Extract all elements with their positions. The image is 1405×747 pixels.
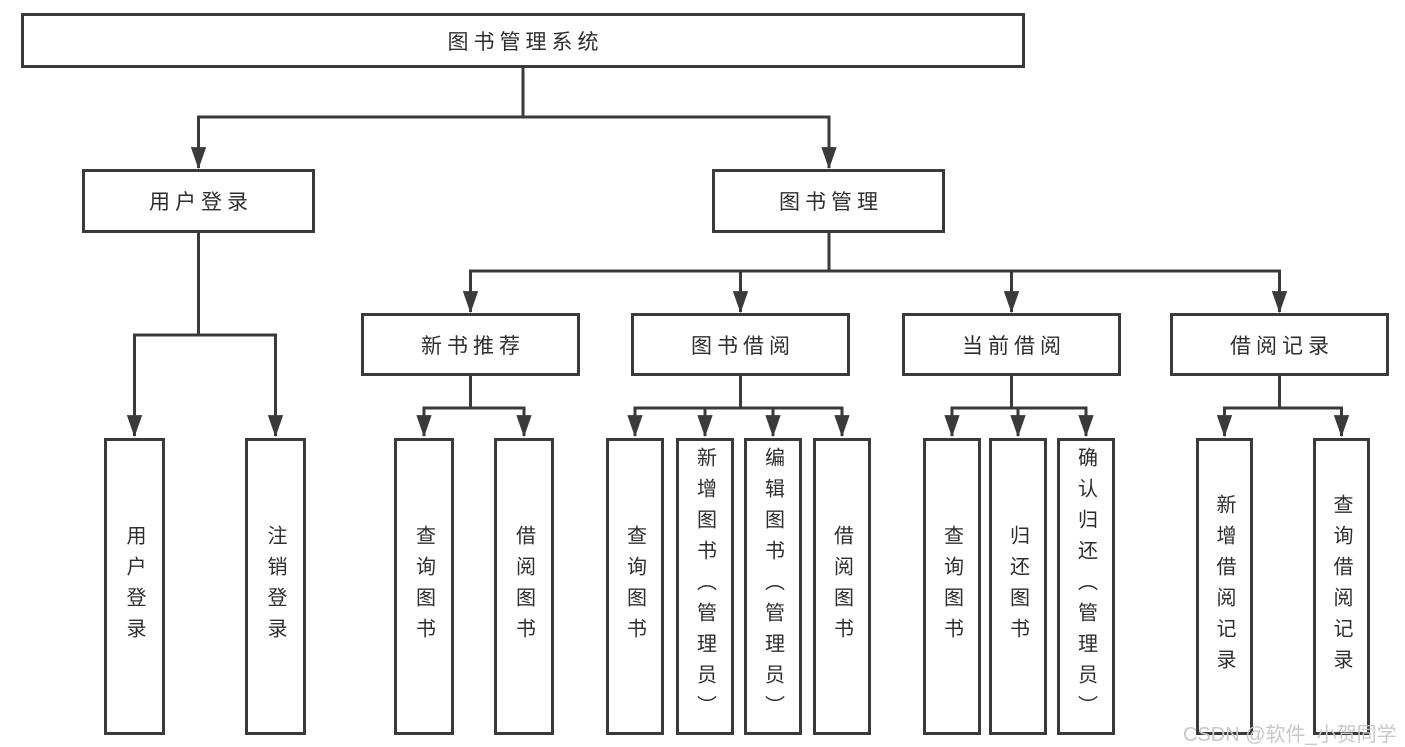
csdn-watermark: CSDN @软件_小贺同学 (1183, 724, 1397, 746)
node-user-login-label: 用户登录 (149, 191, 253, 214)
node-add-books-admin: 新增图书（管理员） (676, 438, 734, 735)
node-book-borrowing-label: 图书借阅 (691, 334, 795, 358)
node-new-book-recommend: 新书推荐 (361, 313, 580, 376)
node-borrowing-records-label: 借阅记录 (1230, 334, 1334, 358)
node-book-management-label: 图书管理 (779, 191, 883, 214)
node-logout-action: 注销登录 (245, 438, 306, 735)
node-recommend-search-books-label: 查询图书 (412, 524, 435, 649)
node-return-books-label: 归还图书 (1006, 524, 1029, 649)
node-current-search-books: 查询图书 (923, 438, 981, 735)
node-edit-books-admin-label: 编辑图书（管理员） (761, 447, 784, 726)
node-confirm-return-admin-label: 确认归还（管理员） (1074, 447, 1097, 726)
node-current-search-books-label: 查询图书 (940, 524, 963, 649)
node-book-management: 图书管理 (712, 169, 945, 233)
node-current-borrowing: 当前借阅 (902, 313, 1121, 376)
node-edit-books-admin: 编辑图书（管理员） (744, 438, 802, 735)
node-logout-action-label: 注销登录 (264, 524, 286, 649)
node-search-borrow-record-label: 查询借阅记录 (1330, 493, 1352, 680)
node-borrow-books-label: 借阅图书 (830, 524, 853, 649)
node-current-borrowing-label: 当前借阅 (962, 334, 1066, 358)
node-add-books-admin-label: 新增图书（管理员） (693, 447, 716, 726)
node-library-system-label: 图书管理系统 (447, 30, 604, 54)
node-borrow-books: 借阅图书 (813, 438, 871, 735)
node-return-books: 归还图书 (989, 438, 1047, 735)
node-recommend-search-books: 查询图书 (394, 438, 454, 735)
node-borrow-search-books-label: 查询图书 (623, 524, 646, 649)
node-recommend-borrow-books-label: 借阅图书 (512, 524, 535, 649)
node-library-system: 图书管理系统 (21, 13, 1025, 68)
node-user-login-action: 用户登录 (104, 438, 165, 735)
node-book-borrowing: 图书借阅 (631, 313, 850, 376)
node-add-borrow-record: 新增借阅记录 (1196, 438, 1253, 735)
node-borrowing-records: 借阅记录 (1170, 313, 1389, 376)
node-new-book-recommend-label: 新书推荐 (421, 334, 525, 358)
node-borrow-search-books: 查询图书 (606, 438, 664, 735)
node-confirm-return-admin: 确认归还（管理员） (1057, 438, 1115, 735)
node-user-login: 用户登录 (82, 169, 315, 233)
node-recommend-borrow-books: 借阅图书 (494, 438, 554, 735)
node-search-borrow-record: 查询借阅记录 (1313, 438, 1370, 735)
node-add-borrow-record-label: 新增借阅记录 (1213, 493, 1235, 680)
node-user-login-action-label: 用户登录 (123, 524, 145, 649)
